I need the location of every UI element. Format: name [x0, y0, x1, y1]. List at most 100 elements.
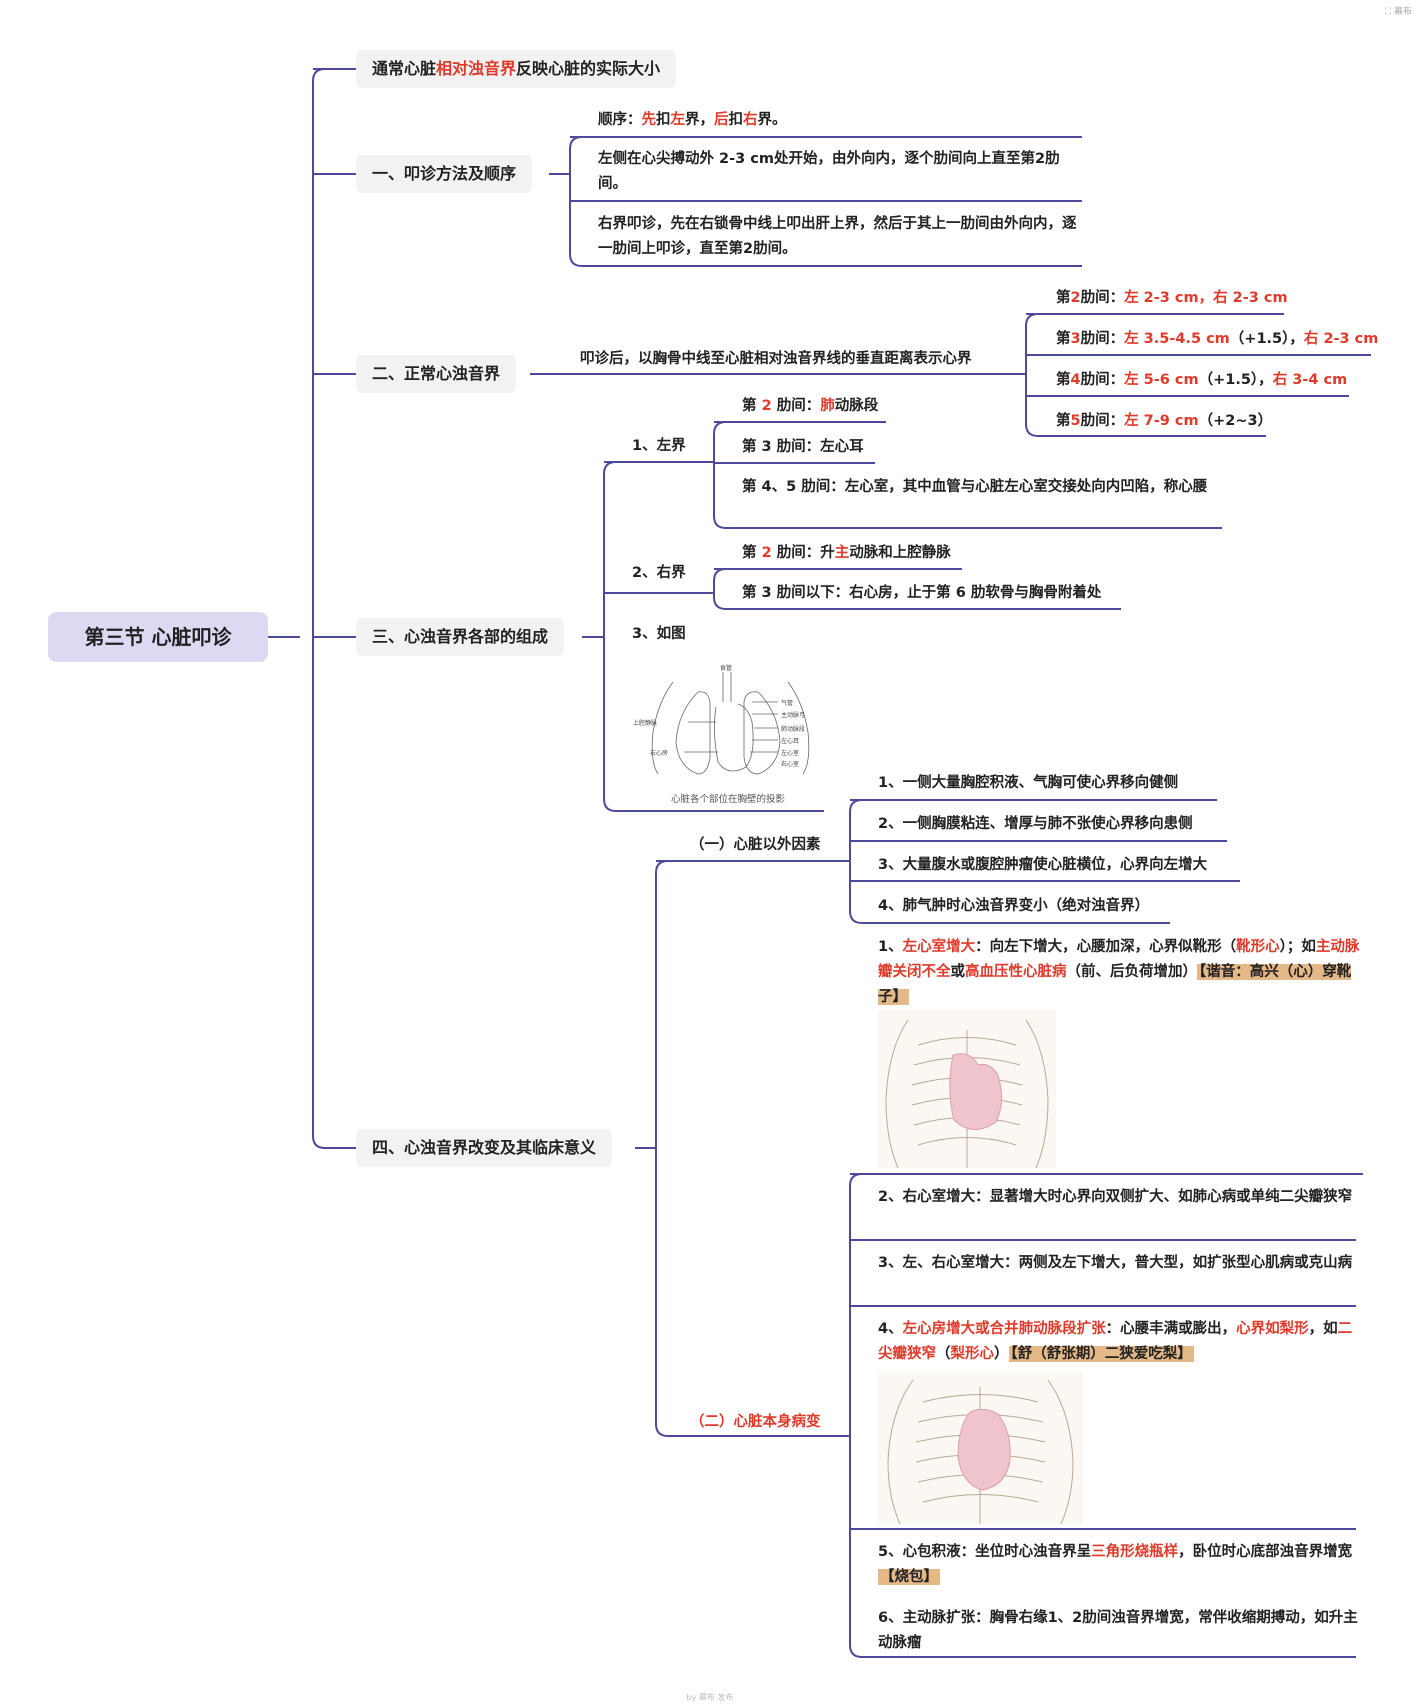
rr1-a: 第 [742, 545, 762, 561]
ext-item-1: 1、一侧大量胸腔积液、气胸可使心界移向健侧 [878, 775, 1179, 791]
r1-d: 左 2-3 cm，右 2-3 cm [1124, 290, 1288, 306]
i4-a: 4、 [878, 1321, 903, 1337]
order-a: 顺序： [598, 112, 642, 128]
n3-left-2nd: 第 2 肋间：肺动脉段 [742, 394, 878, 419]
heart-item-2: 2、右心室增大：显著增大时心界向双侧扩大、如肺心病或单纯二尖瓣狭窄 [878, 1189, 1353, 1205]
r4-b: 5 [1070, 413, 1081, 429]
i1-b: 左心室增大 [902, 939, 976, 955]
order-g: 扣 [728, 112, 744, 128]
node-dullness-changes: 四、心浊音界改变及其临床意义 [356, 1129, 613, 1167]
r1-c: 肋间： [1080, 290, 1125, 306]
n3-right-3rd-below: 第 3 肋间以下：右心房，止于第 6 肋软骨与胸骨附着处 [742, 585, 1102, 601]
heart-item-5: 5、心包积液：坐位时心浊音界呈三角形烧瓶样，卧位时心底部浊音界增宽【烧包】 [878, 1540, 1362, 1590]
l1-b: 2 [761, 398, 772, 414]
boot-heart-drawing [878, 1010, 1056, 1169]
order-c: 扣 [656, 112, 671, 128]
r2-e: （+1.5）， [1229, 331, 1304, 347]
r3-d: 左 5-6 cm [1124, 372, 1199, 388]
n0-text-a: 通常心脏 [372, 59, 437, 78]
r2-d: 左 3.5-4.5 cm [1124, 331, 1230, 347]
r2-c: 肋间： [1080, 331, 1125, 347]
n2-row-5th: 第5肋间：左 7-9 cm（+2~3） [1056, 409, 1272, 434]
n3-right-2nd: 第 2 肋间：升主动脉和上腔静脉 [742, 541, 951, 566]
footer-credit: by 幕布 发布 [686, 1693, 734, 1702]
n3-left-4-5th: 第 4、5 肋间：左心室，其中血管与心脏左心室交接处向内凹陷，称心腰 [742, 479, 1208, 495]
r4-c: 肋间： [1080, 413, 1125, 429]
order-i: 界。 [757, 112, 787, 128]
i4-e: ，如 [1308, 1321, 1338, 1337]
n1-order: 顺序：先扣左界，后扣右界。 [598, 108, 787, 133]
label-pa: 肺动脉段 [781, 725, 805, 733]
n2-row-4th: 第4肋间：左 5-6 cm（+1.5），右 3-4 cm [1056, 368, 1347, 393]
i1-h: 高血压性心脏病 [965, 964, 1067, 980]
i4-b: 左心房增大或合并肺动脉段扩张 [902, 1321, 1106, 1337]
r3-a: 第 [1056, 372, 1071, 388]
node-percussion-method: 一、叩诊方法及顺序 [356, 155, 533, 193]
label-rv: 右心室 [781, 760, 799, 768]
ext-item-4: 4、肺气肿时心浊音界变小（绝对浊音界） [878, 898, 1150, 914]
r2-b: 3 [1070, 331, 1081, 347]
order-d: 左 [670, 112, 686, 128]
i4-i: ） [994, 1346, 1009, 1362]
n3-left-border: 1、左界 [632, 438, 686, 454]
heart-item-6: 6、主动脉扩张：胸骨右缘1、2肋间浊音界增宽，常伴收缩期搏动，如升主动脉瘤 [878, 1610, 1358, 1651]
n2-row-2nd: 第2肋间：左 2-3 cm，右 2-3 cm [1056, 286, 1288, 311]
r3-c: 肋间： [1080, 372, 1125, 388]
n4-cardiac-label: （二）心脏本身病变 [690, 1414, 821, 1430]
node-normal-dullness: 二、正常心浊音界 [356, 355, 517, 393]
i1-g: 或 [950, 964, 966, 980]
r2-a: 第 [1056, 331, 1071, 347]
i4-f: 二尖瓣狭窄 [878, 1321, 1353, 1362]
r4-d: 左 7-9 cm [1124, 413, 1199, 429]
l1-e: 动脉段 [834, 398, 879, 414]
i5-a: 5、心包积液：坐位时心浊音界呈 [878, 1544, 1092, 1560]
root-title: 第三节 心脏叩诊 [48, 612, 268, 662]
i1-f: 主动脉瓣关闭不全 [878, 939, 1360, 980]
heart-projection-figure: 食管 上腔静脉 右心房 气管 主动脉弓 肺动脉段 左心耳 左心室 右心室 心脏各… [628, 662, 828, 812]
n3-figure-label: 3、如图 [632, 626, 686, 642]
heart-projection-drawing: 食管 上腔静脉 右心房 气管 主动脉弓 肺动脉段 左心耳 左心室 右心室 心脏各… [633, 664, 810, 805]
n2-row-3rd: 第3肋间：左 3.5-4.5 cm（+1.5），右 2-3 cm [1056, 327, 1378, 352]
rr1-e: 动脉和上腔静脉 [849, 545, 951, 561]
i4-d: 心界如梨形 [1236, 1321, 1309, 1337]
corner-logo: ⛶ 幕布 [1384, 7, 1412, 17]
rr1-b: 2 [761, 545, 772, 561]
label-svc: 上腔静脉 [633, 719, 657, 727]
i5-mnemonic: 【烧包】 [878, 1569, 940, 1585]
node-relative-dullness: 通常心脏相对浊音界反映心脏的实际大小 [356, 50, 677, 88]
node-dullness-components: 三、心浊音界各部的组成 [356, 618, 565, 656]
r1-b: 2 [1070, 290, 1081, 306]
i4-c: ：心腰丰满或膨出， [1105, 1321, 1237, 1337]
rr1-d: 主 [834, 545, 850, 561]
i5-b: 三角形烧瓶样 [1091, 1544, 1179, 1560]
n1-right-method: 右界叩诊，先在右锁骨中线上叩出肝上界，然后于其上一肋间由外向内，逐一肋间上叩诊，… [598, 216, 1077, 257]
i4-g: （ [936, 1346, 951, 1362]
i4-h: 梨形心 [950, 1346, 995, 1362]
l1-a: 第 [742, 398, 762, 414]
label-esophagus: 食管 [720, 664, 732, 672]
r3-f: 右 3-4 cm [1272, 372, 1348, 388]
l1-c: 肋间： [771, 398, 821, 414]
label-laa: 左心耳 [781, 737, 799, 745]
i1-d: 靴形心 [1236, 939, 1280, 955]
rr1-c: 肋间：升 [771, 545, 835, 561]
r3-b: 4 [1070, 372, 1081, 388]
order-f: 后 [714, 112, 729, 128]
heart-item-1: 1、左心室增大：向左下增大，心腰加深，心界似靴形（靴形心）；如主动脉瓣关闭不全或… [878, 935, 1362, 1010]
boot-heart-image [878, 1010, 1056, 1169]
label-aorta: 主动脉弓 [781, 711, 805, 719]
r4-e: （+2~3） [1198, 413, 1273, 429]
i1-i: （前、后负荷增加） [1066, 964, 1198, 980]
n0-text-b: 相对浊音界 [436, 59, 517, 78]
i5-c: ，卧位时心底部浊音界增宽 [1178, 1544, 1353, 1560]
n2-description: 叩诊后，以胸骨中线至心脏相对浊音界线的垂直距离表示心界 [580, 351, 972, 367]
r4-a: 第 [1056, 413, 1071, 429]
order-e: 界， [685, 112, 714, 128]
pear-heart-drawing [878, 1372, 1083, 1525]
pear-heart-image [878, 1372, 1083, 1525]
r1-a: 第 [1056, 290, 1071, 306]
r2-f: 右 2-3 cm [1303, 331, 1379, 347]
figure-caption: 心脏各个部位在胸壁的投影 [671, 793, 786, 805]
order-b: 先 [641, 112, 657, 128]
heart-item-3: 3、左、右心室增大：两侧及左下增大，普大型，如扩张型心肌病或克山病 [878, 1255, 1353, 1271]
